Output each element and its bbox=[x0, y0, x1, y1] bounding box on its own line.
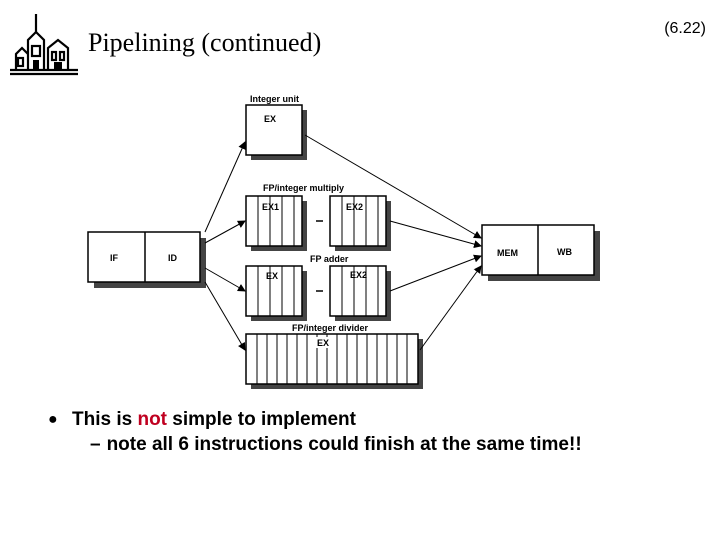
sub-bullet-dash: – bbox=[90, 434, 101, 455]
integer-unit: Integer unit EX bbox=[245, 94, 307, 160]
bullet-suffix: simple to implement bbox=[167, 409, 356, 430]
arrow-multiply-to-mem bbox=[389, 220, 482, 249]
fp-multiply-unit: FP/integer multiply EX1 EX2 bbox=[245, 183, 391, 251]
arrow-to-divider bbox=[204, 281, 246, 351]
arrow-integer-to-mem bbox=[304, 134, 482, 239]
sub-bullet-text: note all 6 instructions could finish at … bbox=[106, 434, 582, 455]
bullet-item: ● This is not simple to implement bbox=[48, 408, 688, 432]
slide-number: (6.22) bbox=[664, 20, 706, 37]
adder-stage-2-label: EX2 bbox=[350, 270, 367, 280]
if-id-block: IF ID bbox=[87, 231, 206, 288]
slide-title: Pipelining (continued) bbox=[88, 28, 322, 57]
fp-adder-unit: FP adder EX EX2 bbox=[245, 254, 391, 321]
adder-stage-1-label: EX bbox=[266, 271, 278, 281]
integer-unit-title: Integer unit bbox=[250, 94, 299, 104]
sub-bullet-item: – note all 6 instructions could finish a… bbox=[90, 434, 688, 456]
adder-unit-title: FP adder bbox=[310, 254, 349, 264]
stage-mem-label: MEM bbox=[497, 248, 518, 258]
arrow-divider-to-mem bbox=[419, 265, 482, 351]
arrow-to-integer bbox=[204, 141, 246, 233]
bullet-text: This is not simple to implement bbox=[72, 408, 356, 432]
stage-if-label: IF bbox=[110, 253, 119, 263]
arrow-to-adder bbox=[204, 267, 246, 292]
divider-stage-label: EX bbox=[317, 338, 329, 348]
campus-building-icon bbox=[10, 14, 78, 76]
bullet-prefix: This is bbox=[72, 409, 138, 430]
stage-id-label: ID bbox=[168, 253, 178, 263]
stage-wb-label: WB bbox=[557, 247, 572, 257]
bullet-highlight: not bbox=[137, 409, 168, 430]
fp-divider-unit: FP/integer divider EX bbox=[245, 323, 423, 389]
arrow-to-multiply bbox=[204, 220, 246, 244]
multiply-stage-2-label: EX2 bbox=[346, 202, 363, 212]
divider-unit-title: FP/integer divider bbox=[292, 323, 369, 333]
bullet-list: ● This is not simple to implement – note… bbox=[48, 408, 688, 456]
multiply-stage-1-label: EX1 bbox=[262, 202, 279, 212]
integer-unit-stage-label: EX bbox=[264, 114, 276, 124]
bullet-marker: ● bbox=[48, 411, 58, 428]
multiply-unit-title: FP/integer multiply bbox=[263, 183, 344, 193]
mem-wb-block: MEM WB bbox=[481, 224, 600, 281]
arrow-adder-to-mem bbox=[389, 254, 482, 292]
